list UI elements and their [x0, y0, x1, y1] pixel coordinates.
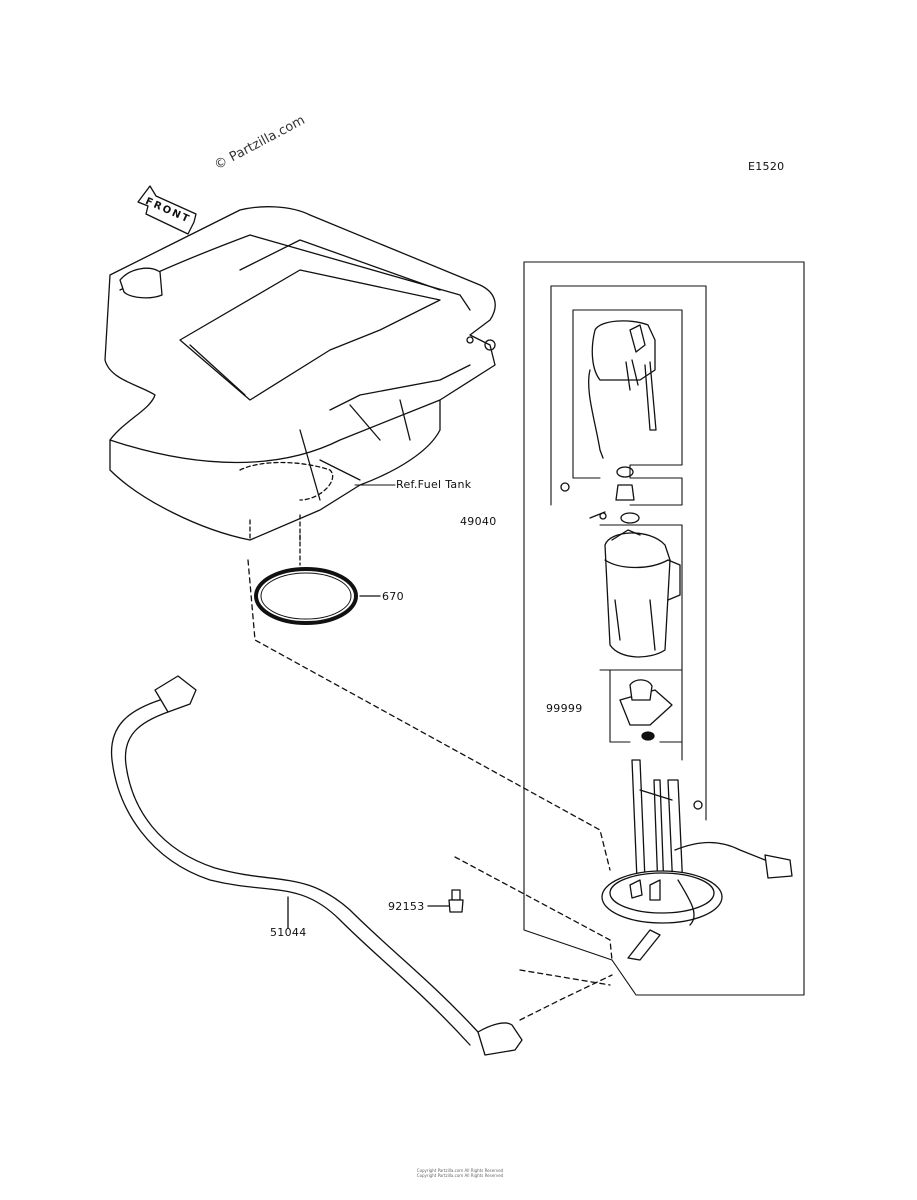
footer-line-1: Copyright Partzilla.com All Rights Reser… — [416, 1168, 504, 1173]
filter-regulator-drawing — [560, 466, 640, 524]
part-label-670[interactable]: 670 — [382, 590, 404, 603]
pump-bracket-drawing — [601, 759, 793, 961]
front-arrow-icon — [137, 185, 197, 235]
pump-module-frame — [523, 261, 805, 996]
o-ring-670-drawing — [254, 534, 381, 625]
part-label-99999[interactable]: 99999 — [546, 702, 583, 715]
bolt-92153-drawing — [427, 889, 464, 913]
footer-line-2: Copyright Partzilla.com All Rights Reser… — [416, 1173, 504, 1178]
fuel-sender-drawing — [587, 320, 657, 459]
ref-fuel-tank-label: Ref.Fuel Tank — [396, 478, 472, 491]
footer-copyright: Copyright Partzilla.com All Rights Reser… — [345, 1168, 575, 1178]
part-99999-drawing — [619, 679, 673, 741]
fuel-hose-51044-drawing — [110, 675, 613, 1056]
diagram-code: E1520 — [748, 160, 785, 173]
fuel-pump-body-drawing — [604, 529, 681, 658]
part-label-49040[interactable]: 49040 — [460, 515, 497, 528]
part-label-92153[interactable]: 92153 — [388, 900, 425, 913]
part-label-51044[interactable]: 51044 — [270, 926, 307, 939]
fuel-tank-drawing — [104, 206, 496, 541]
